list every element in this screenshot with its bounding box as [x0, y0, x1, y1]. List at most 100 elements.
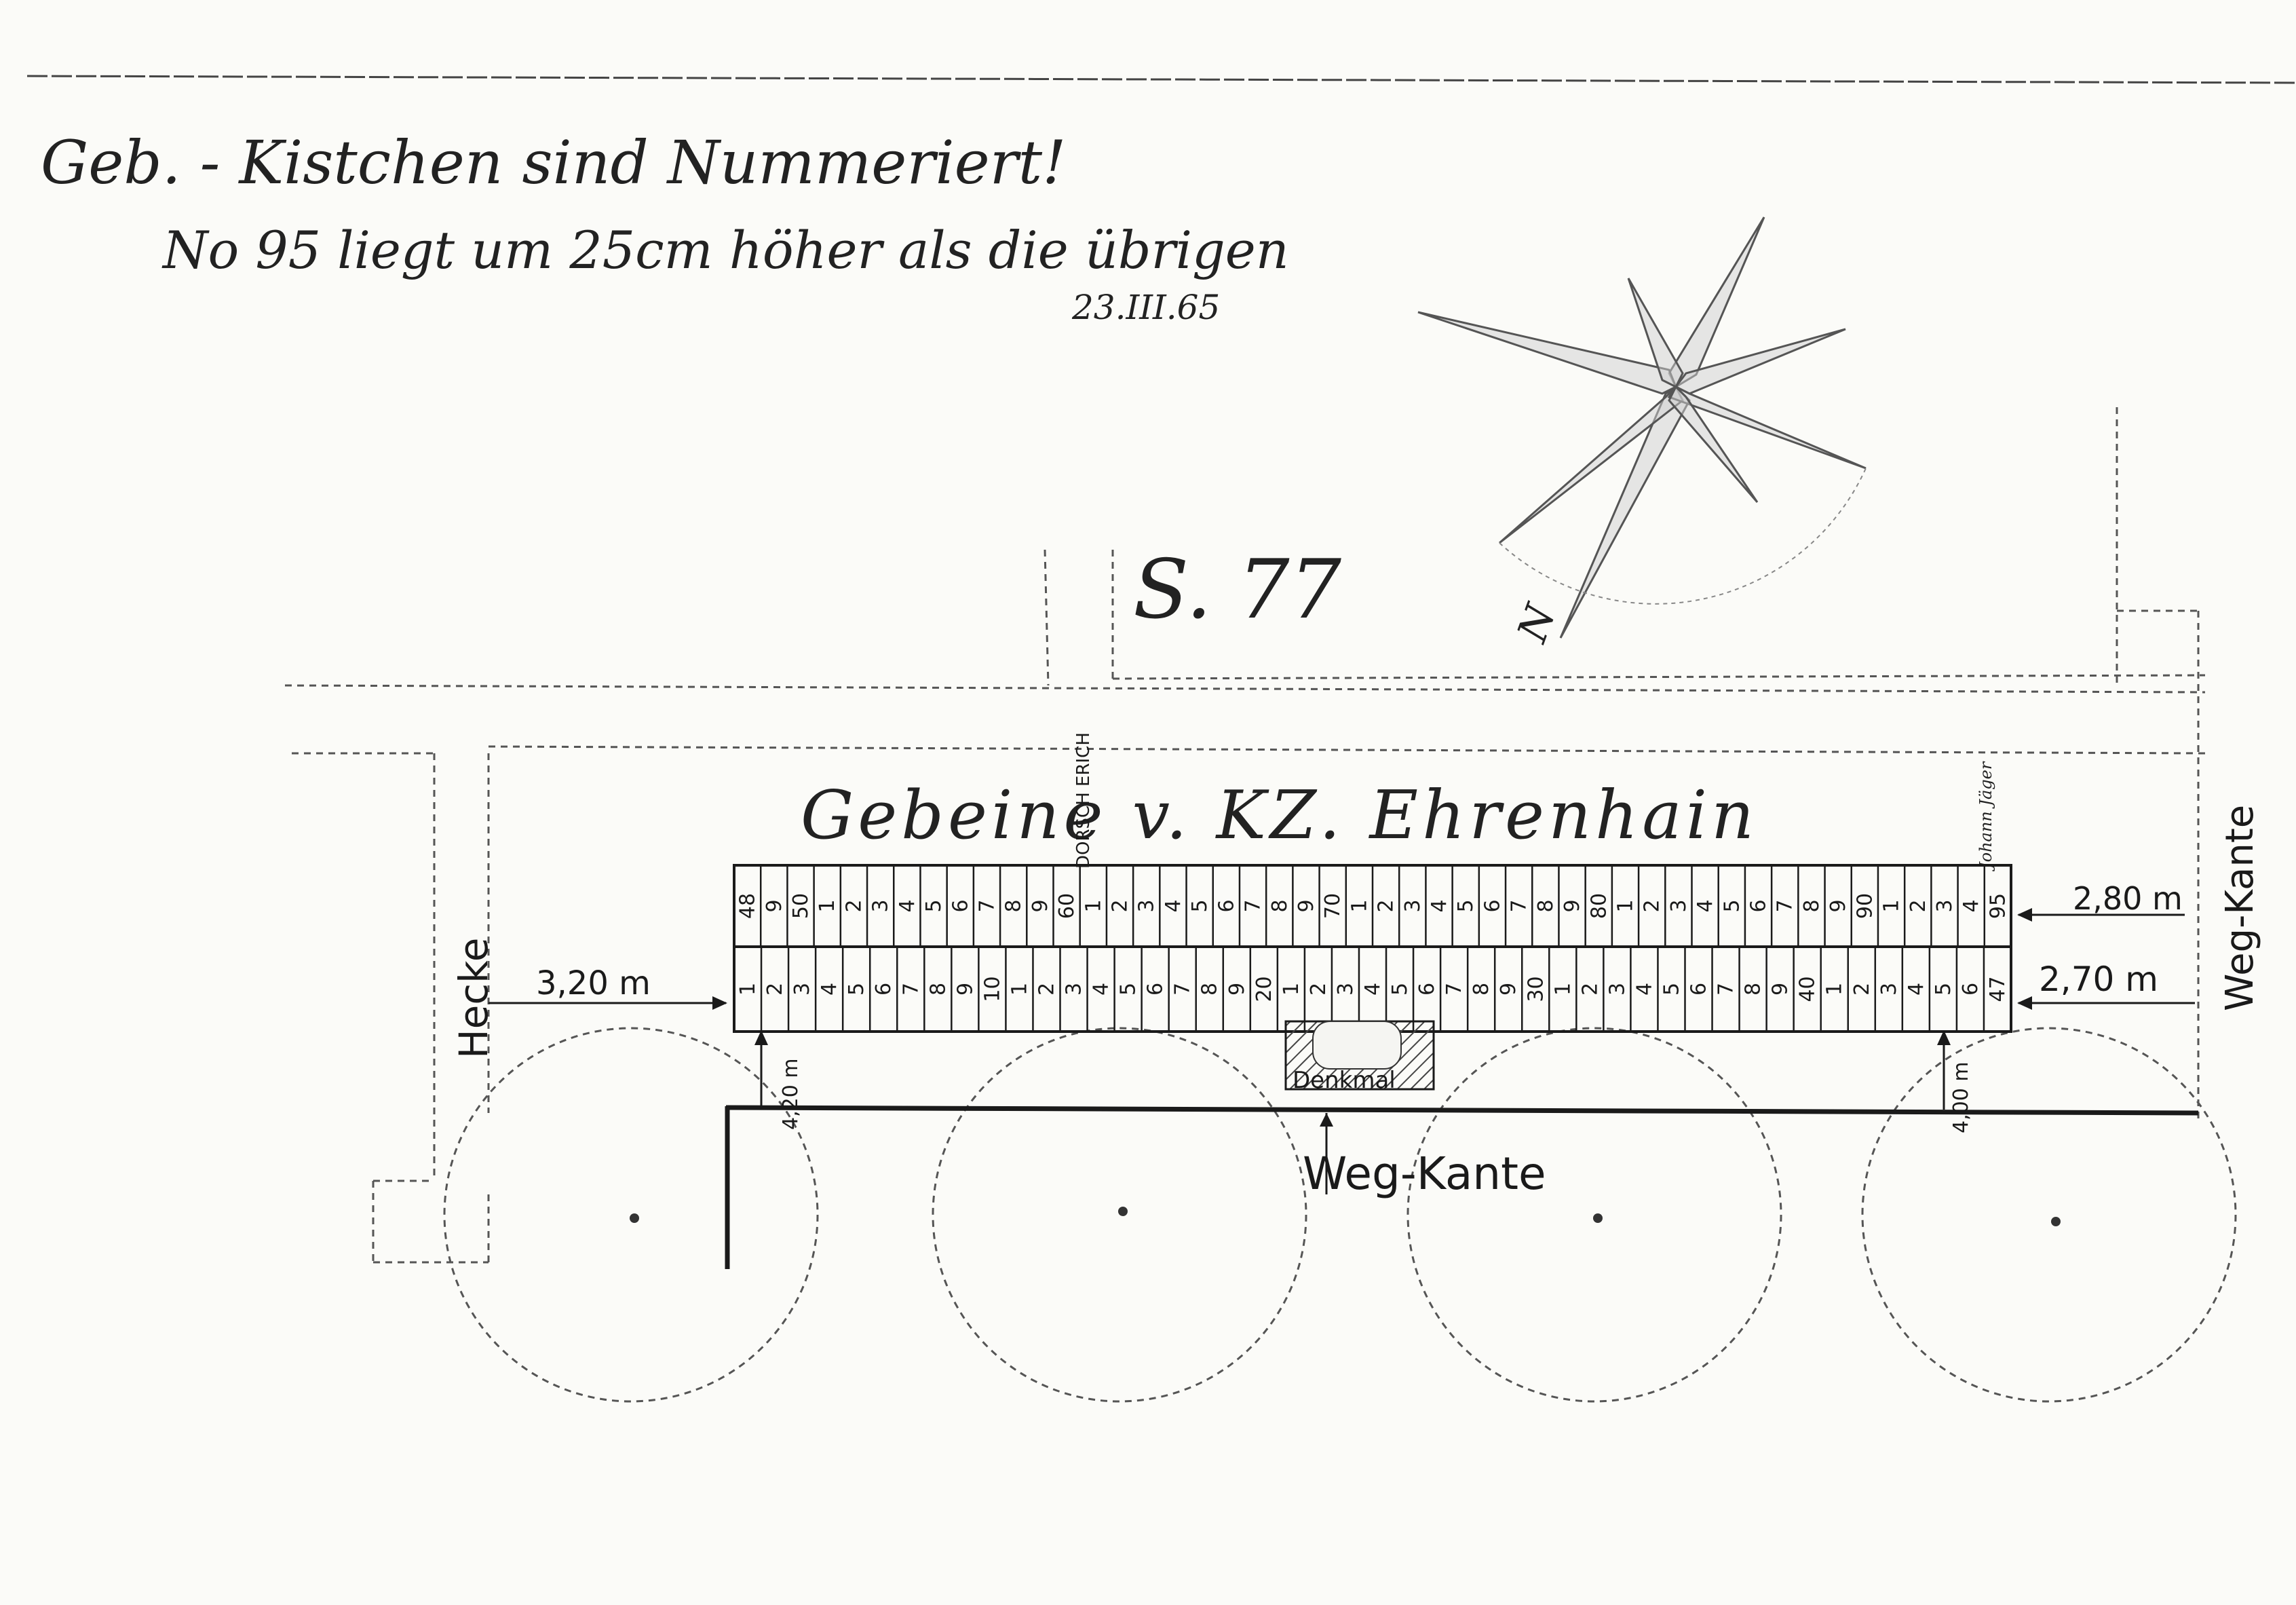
- grave-number: 2: [1307, 983, 1331, 996]
- name-label-right: Johann Jäger: [1976, 761, 1995, 872]
- dimension-right-vertical: 4,00 m: [1937, 1030, 1973, 1133]
- grave-number: 4: [1632, 983, 1656, 996]
- grave-number: 2: [1578, 983, 1602, 996]
- grave-number: 9: [1769, 983, 1793, 996]
- grave-number: 8: [1800, 899, 1824, 912]
- grave-number: 6: [1214, 899, 1238, 912]
- memorial-label: Denkmal: [1293, 1067, 1396, 1094]
- tree-icon: [932, 1027, 1307, 1403]
- grave-number: 6: [872, 983, 896, 996]
- grave-number: 9: [1029, 899, 1052, 912]
- dimension-left-vertical-label: 4,20 m: [779, 1058, 803, 1130]
- grave-number: 8: [926, 983, 950, 996]
- grave-number: 3: [790, 983, 814, 996]
- grave-number: 4: [1090, 983, 1113, 996]
- note-line-2: No 95 liegt um 25cm höher als die übrige…: [161, 220, 1289, 280]
- grave-number: 48: [736, 893, 760, 919]
- grave-number: 9: [1295, 899, 1318, 912]
- grave-number: 2: [1035, 983, 1058, 996]
- grave-number: 4: [818, 983, 841, 996]
- grave-number: 7: [1715, 983, 1738, 996]
- hedge-label: Hecke: [451, 938, 497, 1059]
- grave-number: 3: [1063, 983, 1086, 996]
- grave-number: 2: [1641, 899, 1664, 912]
- tree-crowns: [443, 1027, 2237, 1403]
- grave-number: 9: [953, 983, 977, 996]
- grave-number: 1: [1823, 983, 1847, 996]
- grave-number: 7: [899, 983, 923, 996]
- grave-number: 7: [1242, 899, 1265, 912]
- grave-number: 20: [1252, 976, 1276, 1002]
- grave-number: 4: [1694, 899, 1717, 912]
- tree-icon: [443, 1027, 819, 1403]
- grave-number: 4: [1428, 899, 1451, 912]
- grave-number: 5: [845, 983, 868, 996]
- grave-number: 5: [1454, 899, 1478, 912]
- plan-title: Gebeine v. KZ. Ehrenhain: [801, 777, 1758, 854]
- path-edge-right-label: Weg-Kante: [2218, 805, 2262, 1011]
- grave-number: 3: [1877, 983, 1901, 996]
- grave-number: 3: [1135, 899, 1159, 912]
- grave-number: 3: [869, 899, 893, 912]
- grave-number: 8: [1002, 899, 1026, 912]
- grave-number: 6: [1415, 983, 1439, 996]
- grave-number: 2: [842, 899, 866, 912]
- grave-number: 1: [1347, 899, 1371, 912]
- grave-number: 30: [1524, 976, 1548, 1002]
- grave-number: 6: [1747, 899, 1771, 912]
- compass-rose-icon: N: [1417, 216, 1867, 650]
- grave-number: 10: [980, 976, 1004, 1002]
- note-line-1: Geb. - Kistchen sind Nummeriert!: [41, 128, 1066, 197]
- grave-number: 8: [1470, 983, 1493, 996]
- sheet-reference: S. 77: [1133, 543, 1342, 637]
- grave-number: 7: [1774, 899, 1797, 912]
- grave-number: 7: [1171, 983, 1195, 996]
- grave-number: 5: [1188, 899, 1212, 912]
- grave-number: 60: [1055, 893, 1079, 919]
- compass-north-label: N: [1508, 597, 1566, 650]
- grave-number: 5: [1932, 983, 1955, 996]
- grave-number: 3: [1667, 899, 1691, 912]
- grave-number: 4: [1361, 983, 1385, 996]
- grave-number: 3: [1334, 983, 1358, 996]
- grave-number: 7: [1442, 983, 1466, 996]
- grave-number: 80: [1587, 893, 1611, 919]
- grave-number: 8: [1534, 899, 1558, 912]
- grave-number: 4: [1905, 983, 1928, 996]
- grave-number: 2: [1109, 899, 1132, 912]
- grave-number: 6: [949, 899, 972, 912]
- grave-number: 4: [1162, 899, 1185, 912]
- grave-number: 3: [1401, 899, 1425, 912]
- grave-number: 8: [1268, 899, 1292, 912]
- dimension-right-bottom: 2,70 m: [2017, 960, 2195, 1010]
- note-date: 23.III.65: [1071, 288, 1220, 327]
- dimension-left-label: 3,20 m: [536, 964, 651, 1002]
- grave-number: 4: [896, 899, 919, 912]
- tree-icon: [1407, 1027, 1782, 1403]
- grave-number: 90: [1853, 893, 1877, 919]
- grave-number: 3: [1605, 983, 1629, 996]
- dimension-right-bottom-label: 2,70 m: [2039, 960, 2158, 999]
- dimension-left-vertical: 4,20 m: [754, 1030, 803, 1130]
- dimension-right-vertical-label: 4,00 m: [1949, 1061, 1973, 1133]
- grave-number: 6: [1480, 899, 1504, 912]
- grave-number: 1: [1551, 983, 1575, 996]
- grave-number: 1: [1880, 899, 1904, 912]
- grave-number: 1: [736, 983, 760, 996]
- grave-number: 5: [922, 899, 946, 912]
- grave-number: 2: [763, 983, 787, 996]
- path-edge-line: [725, 1105, 2199, 1269]
- grave-number: 40: [1796, 976, 1820, 1002]
- grave-number: 1: [1008, 983, 1031, 996]
- dimension-left: 3,20 m: [489, 964, 727, 1010]
- grave-number: 4: [1959, 899, 1983, 912]
- grave-number: 5: [1388, 983, 1412, 996]
- grave-number: 47: [1986, 976, 2010, 1002]
- grave-number: 9: [763, 899, 786, 912]
- grave-number: 1: [1280, 983, 1303, 996]
- grave-number: 7: [1508, 899, 1531, 912]
- boundary-lines: [284, 407, 2206, 1264]
